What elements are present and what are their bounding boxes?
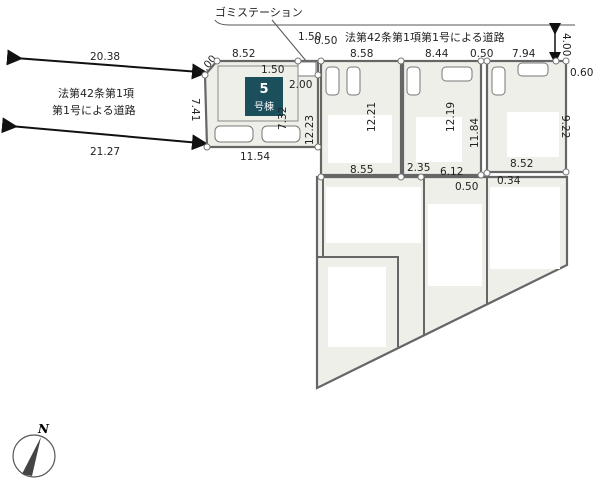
lower-lot-4-building [490, 187, 560, 269]
lotB-bottom-gap-dim: 0.50 [455, 181, 478, 193]
building-number: 5 [259, 82, 268, 97]
road-left-label-2: 第1号による道路 [52, 103, 136, 117]
car-icon [325, 66, 340, 96]
lot-divider [317, 256, 399, 347]
road-upper-arrow [6, 49, 208, 80]
boundary-points [201, 57, 570, 181]
lotC-top-dim: 7.94 [512, 48, 536, 60]
lotA-top-dim: 8.58 [350, 48, 373, 60]
garbage-station-label: ゴミステーション [215, 5, 303, 19]
lotC-bottom-gap-dim: 0.34 [497, 175, 521, 187]
north-compass: N [12, 422, 56, 478]
gap-a-dim: 0.50 [314, 35, 337, 47]
lotB-right-dim: 12.19 [445, 102, 457, 132]
car-icon [346, 66, 361, 96]
garbage-station [297, 61, 317, 77]
lot-c-building [507, 112, 559, 157]
car-icon [406, 66, 421, 96]
road-width-dim: 4.00 [560, 33, 572, 56]
lot5-left-dim: 7.41 [189, 98, 201, 121]
car-icon [517, 62, 549, 77]
road-lower-arrow [1, 117, 208, 151]
building-5-badge [245, 77, 283, 116]
lotA-right-dim: 12.21 [366, 102, 378, 132]
lotB-bottom-a-dim: 2.35 [407, 162, 430, 174]
lot-5-building-outline [217, 65, 299, 122]
road-upper-dim: 20.38 [90, 51, 120, 63]
gap-b-dim: 0.50 [470, 48, 493, 60]
lot5-top-dim: 8.52 [232, 48, 255, 60]
garbage-depth-dim: 2.00 [289, 79, 312, 91]
lotA-left-dim: 12.23 [304, 115, 316, 145]
car-icon [491, 66, 506, 96]
lower-lot-3-building [428, 204, 482, 286]
lotC-right-dim: 9.22 [559, 115, 571, 138]
lotB-top-dim: 8.44 [425, 48, 449, 60]
lot-b-building [416, 117, 462, 162]
lot5-bottom-dim: 11.54 [240, 151, 270, 163]
car-icon [214, 125, 254, 143]
lower-lot-2-building [328, 267, 386, 347]
lotB-bottom-b-dim: 6.12 [440, 166, 463, 178]
lotC-bottom-dim: 8.52 [510, 158, 533, 170]
lotC-left-dim: 11.84 [469, 118, 481, 148]
compass-needle-icon [22, 437, 41, 476]
road-lower-dim: 21.27 [90, 146, 120, 158]
road-left-label-1: 法第42条第1項 [58, 86, 134, 100]
compass-north-label: N [37, 422, 50, 436]
lot-a-building [328, 115, 392, 163]
lotC-corner-dim: 0.60 [570, 67, 593, 79]
building-suffix: 号棟 [254, 100, 274, 113]
lower-lot-1-building [326, 187, 421, 243]
car-icon [441, 66, 473, 82]
lotA-bottom-dim: 8.55 [350, 164, 373, 176]
compass-ring [12, 434, 56, 478]
car-icon [261, 125, 301, 143]
garbage-width-dim: 1.50 [261, 64, 284, 76]
lot5-right-dim: 7.32 [277, 107, 289, 130]
garbage-top-dim: 1.50 [298, 31, 321, 43]
road-top-label: 法第42条第1項第1号による道路 [345, 30, 505, 44]
road-top-edge [214, 19, 575, 26]
